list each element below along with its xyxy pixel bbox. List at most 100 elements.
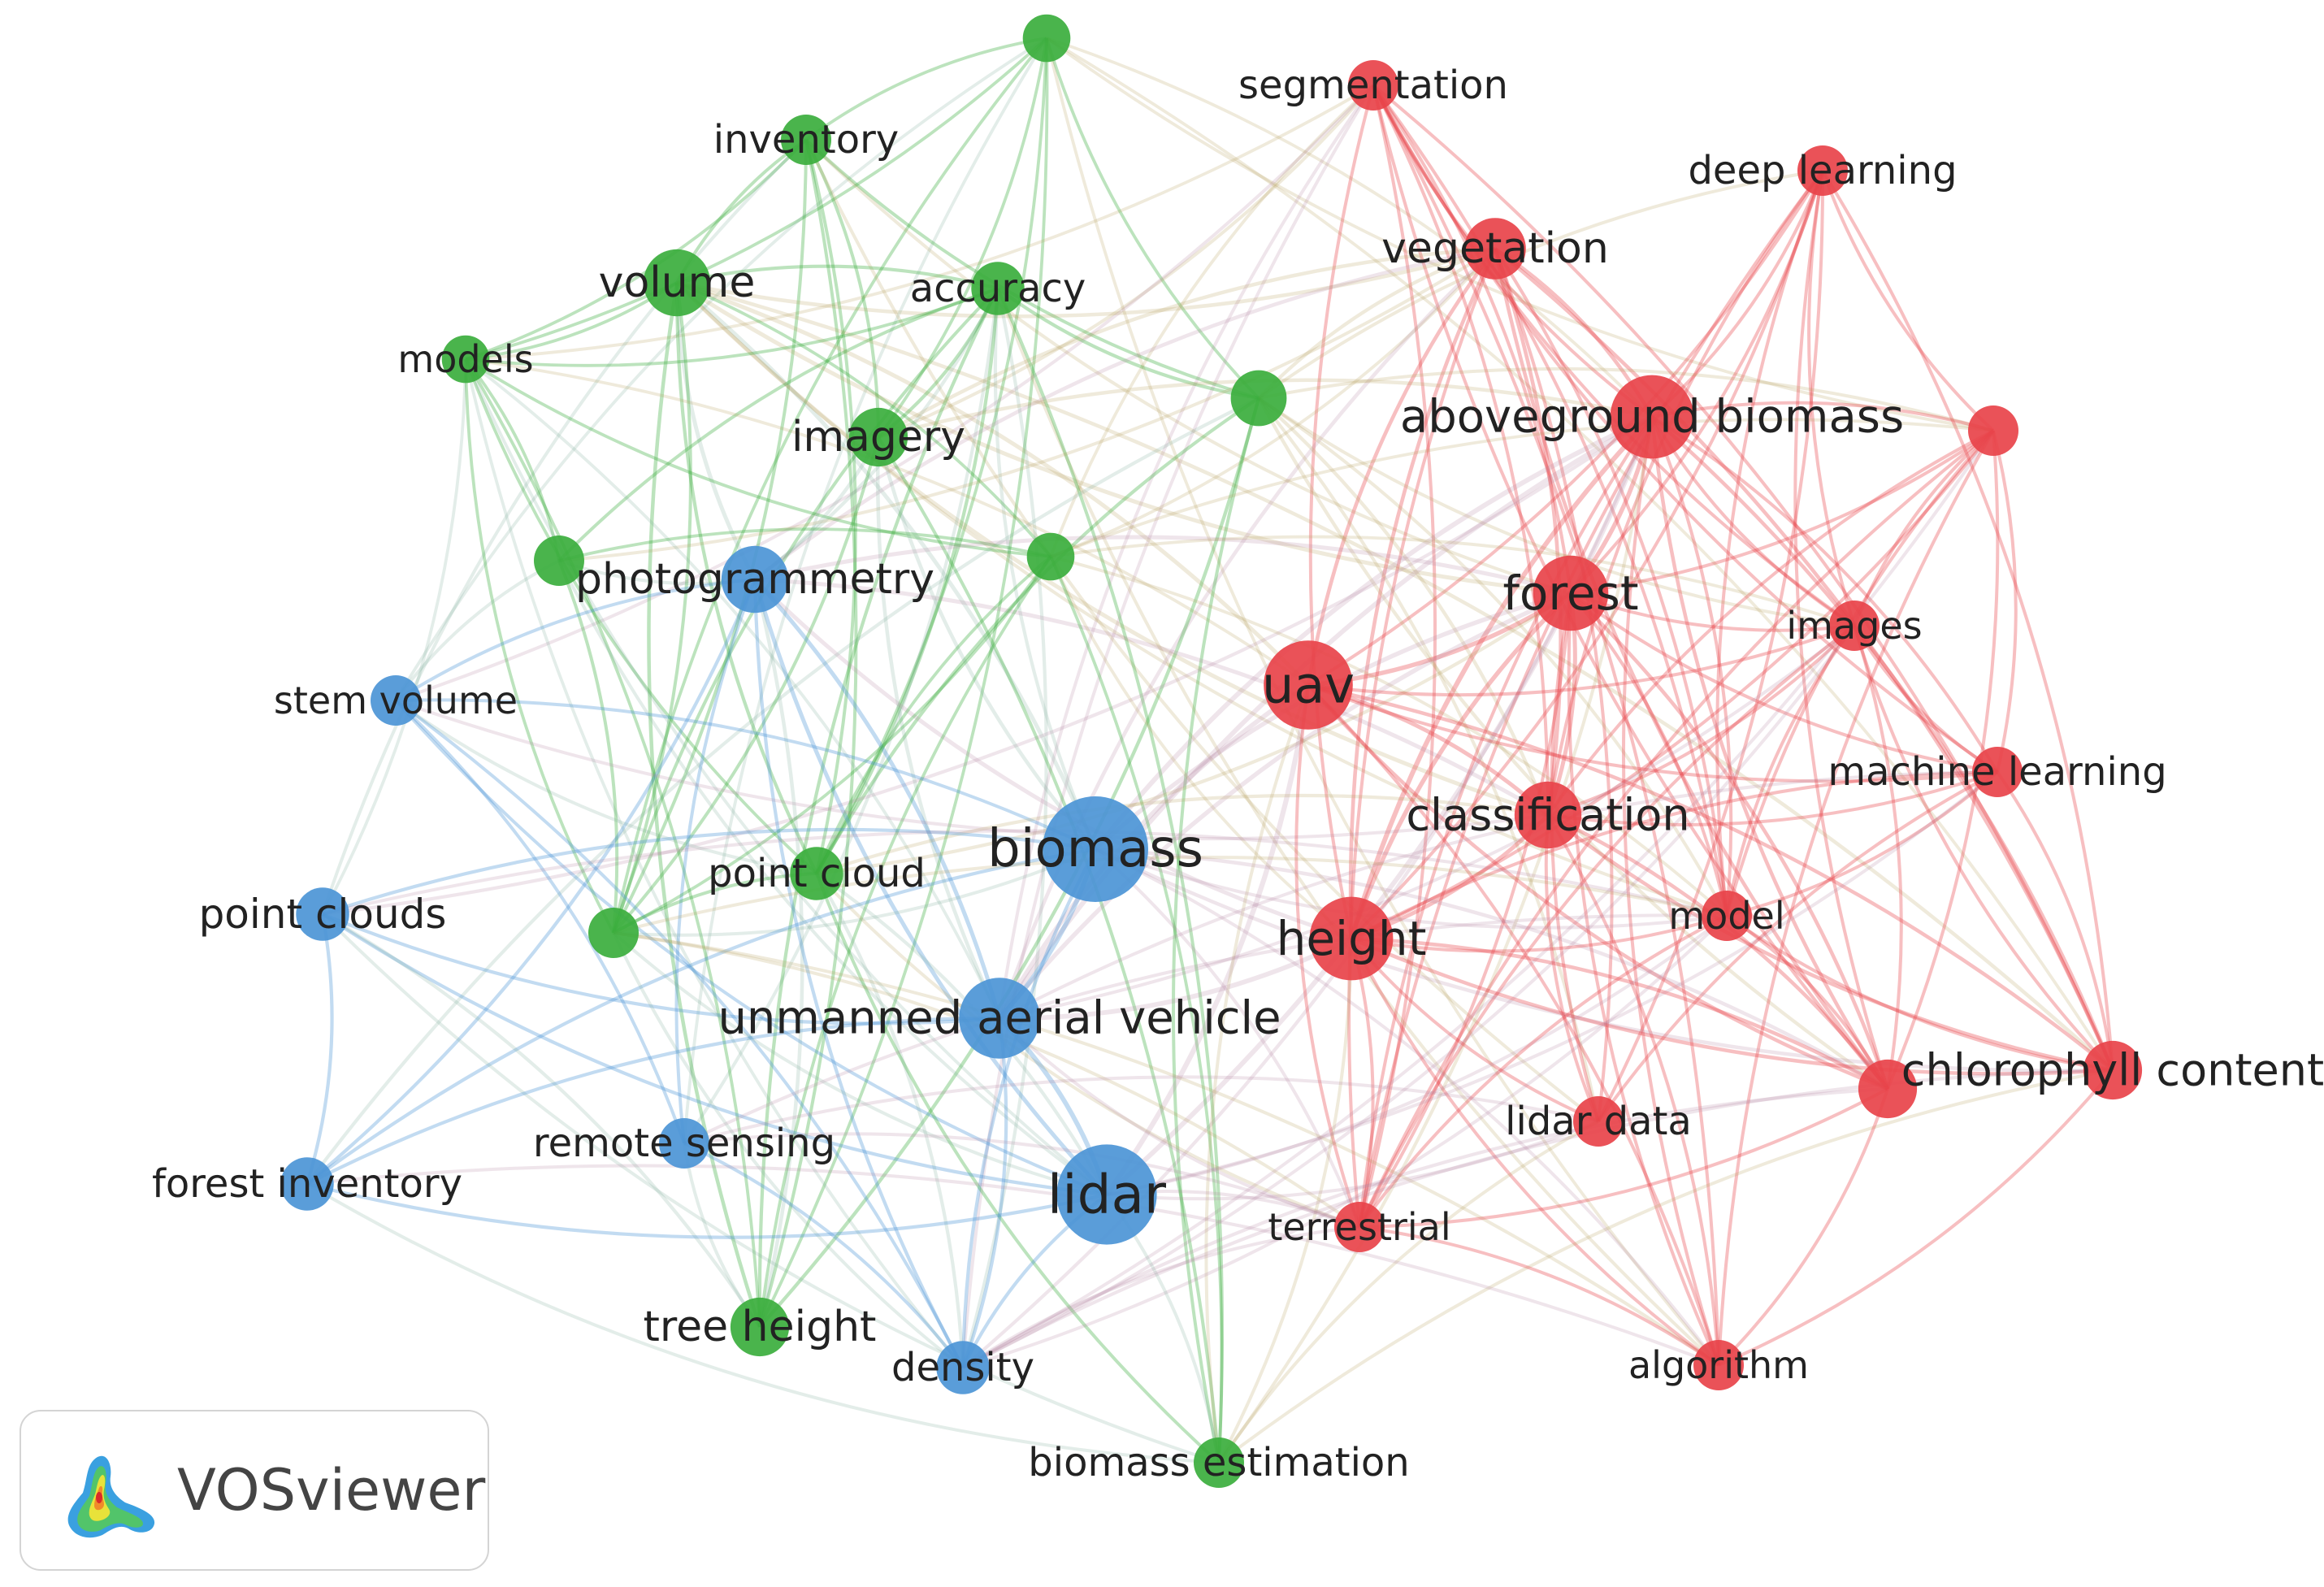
network-edge [464, 358, 1001, 1019]
network-edge [1307, 683, 1720, 1366]
node-label-models: models [397, 337, 533, 381]
network-edge [1045, 37, 1994, 432]
network-edge [753, 246, 1496, 581]
network-edge [1217, 1069, 2114, 1464]
network-edge [1650, 415, 1999, 774]
node-lidar[interactable] [1056, 1144, 1157, 1245]
node-uav[interactable] [1264, 640, 1353, 730]
node-images[interactable] [1829, 601, 1880, 651]
node-vegetation[interactable] [1464, 218, 1526, 280]
network-edge [1372, 84, 2114, 1071]
node-biomass[interactable] [1043, 796, 1148, 902]
network-edge [1257, 246, 1496, 400]
network-edge [1217, 416, 1654, 1464]
node-chlorophyll-content[interactable] [2083, 1040, 2143, 1100]
network-edge [754, 577, 1550, 817]
node-deep-learning[interactable] [1797, 145, 1848, 196]
network-edge [1307, 683, 1888, 1091]
node-n-green-left[interactable] [534, 536, 584, 586]
node-label-remote-sensing: remote sensing [533, 1121, 835, 1166]
network-edge [306, 1164, 1719, 1367]
network-edge [996, 288, 1225, 1463]
node-height[interactable] [1309, 896, 1394, 981]
network-edge [1494, 248, 1614, 1122]
node-density[interactable] [936, 1341, 990, 1394]
network-edge [321, 913, 1220, 1464]
node-machine-learning[interactable] [1972, 747, 2023, 797]
network-edge [1095, 848, 1720, 1367]
node-label-photogrammetry: photogrammetry [575, 555, 934, 604]
network-edges [305, 37, 2115, 1464]
node-unmanned-aerial-vehicle[interactable] [959, 978, 1040, 1059]
network-edge [675, 280, 1572, 596]
node-imagery[interactable] [848, 407, 908, 467]
node-terrestrial[interactable] [1334, 1202, 1385, 1252]
node-stem-volume[interactable] [371, 675, 421, 726]
network-edge [1049, 556, 1224, 1463]
network-edge [1996, 770, 2114, 1071]
node-segmentation[interactable] [1348, 60, 1398, 111]
node-n-green-lower[interactable] [588, 908, 639, 958]
network-edge [1725, 429, 1995, 917]
node-point-cloud[interactable] [790, 847, 843, 900]
network-edge [306, 1182, 1108, 1239]
node-remote-sensing[interactable] [659, 1118, 709, 1169]
node-biomass-estimation[interactable] [1194, 1437, 1244, 1488]
network-edge [804, 139, 880, 438]
node-label-density: density [891, 1345, 1034, 1390]
network-edge [465, 37, 1048, 361]
network-edge [1172, 397, 1260, 1463]
node-n-green-center[interactable] [1026, 532, 1075, 581]
node-label-classification: classification [1406, 790, 1689, 841]
node-photogrammetry[interactable] [721, 545, 789, 614]
node-volume[interactable] [643, 249, 711, 317]
node-accuracy[interactable] [971, 262, 1025, 315]
node-algorithm[interactable] [1693, 1340, 1744, 1390]
node-label-forest: forest [1502, 566, 1638, 621]
network-edge [961, 1086, 1888, 1369]
node-n-red-cc[interactable] [1858, 1059, 1918, 1119]
network-edge [683, 37, 1048, 1144]
network-edge [1372, 85, 1856, 627]
node-label-vegetation: vegetation [1381, 224, 1609, 273]
network-edge [1546, 429, 1994, 817]
node-forest[interactable] [1533, 555, 1609, 631]
node-tree-height[interactable] [730, 1297, 790, 1357]
network-edge [1570, 592, 1855, 632]
node-label-forest-inventory: forest inventory [152, 1161, 462, 1207]
network-edge [754, 535, 1572, 596]
node-point-clouds[interactable] [296, 887, 349, 941]
node-n-red-right[interactable] [1968, 405, 2018, 456]
node-inventory[interactable] [781, 115, 831, 165]
network-edge [960, 288, 1048, 1368]
network-edge [998, 84, 1375, 1019]
network-edge [1351, 936, 1889, 1091]
network-edge [877, 37, 1048, 439]
network-edge [1358, 85, 1437, 1228]
network-edge [1104, 684, 1312, 1196]
network-nodes [280, 14, 2143, 1488]
node-lidar-data[interactable] [1573, 1096, 1624, 1147]
network-edge [557, 287, 999, 562]
network-edge [757, 288, 999, 1328]
network-edge [993, 288, 1097, 850]
node-models[interactable] [441, 335, 490, 384]
node-classification[interactable] [1514, 781, 1582, 849]
network-edge [1349, 592, 1572, 939]
node-label-point-clouds: point clouds [199, 891, 447, 938]
network-edge [1308, 85, 1375, 939]
network-edge [1569, 592, 1728, 917]
network-edge [612, 436, 880, 934]
network-edge [464, 358, 1108, 1196]
network-edge [1546, 169, 1824, 816]
network-edge [612, 282, 692, 934]
network-edge [321, 913, 1108, 1197]
node-aboveground-biomass[interactable] [1610, 375, 1694, 459]
node-model[interactable] [1702, 891, 1752, 941]
node-n-green-top[interactable] [1022, 14, 1071, 63]
node-forest-inventory[interactable] [280, 1157, 334, 1211]
network-edge [1307, 683, 1998, 783]
node-n-green-mid[interactable] [1230, 370, 1287, 427]
network-edge [877, 246, 1496, 439]
network-edge [1294, 684, 1361, 1228]
